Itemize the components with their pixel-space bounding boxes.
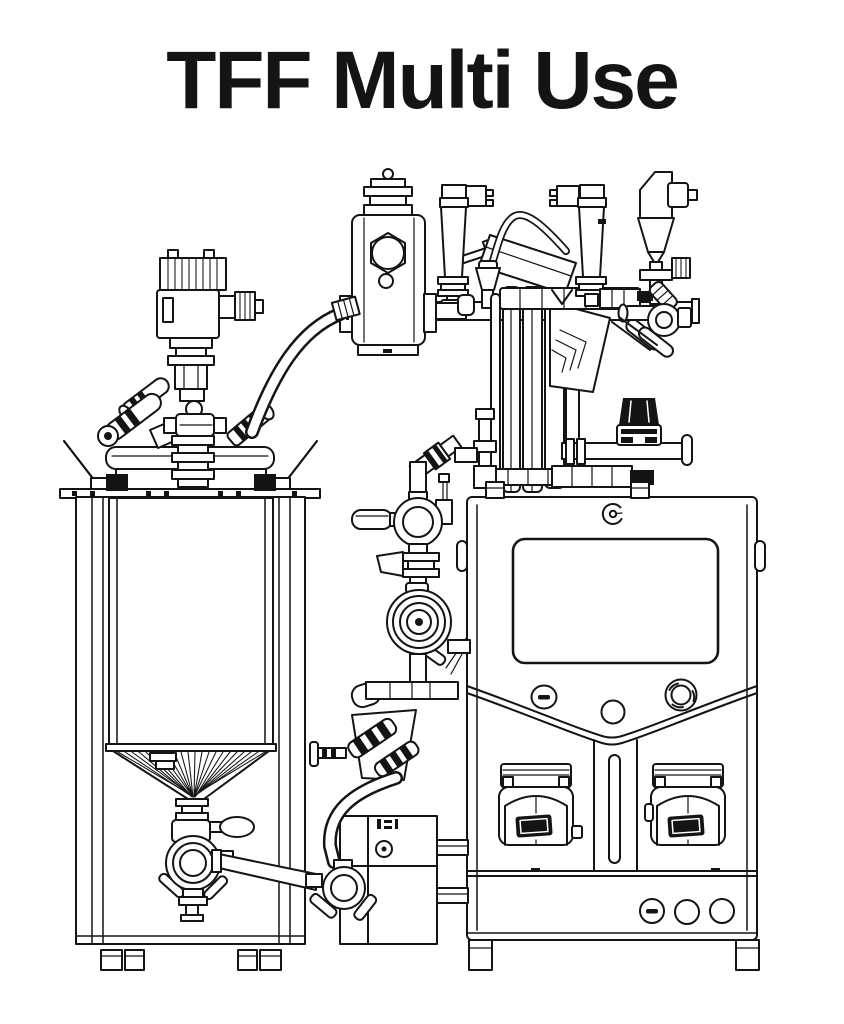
page-title: TFF Multi Use: [166, 35, 680, 126]
sanitary-clamp: [386, 582, 471, 666]
base-rail: [473, 408, 654, 499]
peristaltic-pump-right: [644, 763, 726, 846]
pump-tab: [644, 803, 654, 822]
status-button[interactable]: [600, 699, 626, 725]
ball-valve: [599, 280, 692, 358]
emergency-stop-button[interactable]: [664, 678, 698, 712]
peristaltic-pump-left: [498, 763, 583, 846]
filter-cassette-stack: [490, 286, 611, 493]
touchscreen[interactable]: [511, 537, 720, 665]
tank-level-transmitter: [156, 249, 264, 402]
flexible-hose: [305, 771, 403, 921]
lid-flange: [59, 474, 321, 499]
tank-drain-valve: [158, 798, 255, 922]
diaphragm-valve-line: [561, 398, 693, 466]
side-tab-right: [754, 540, 766, 572]
power-button[interactable]: [530, 684, 558, 710]
overhead-valve-block: [339, 168, 475, 356]
connector-ports[interactable]: [639, 898, 735, 925]
prefilter-funnel: [637, 171, 698, 305]
filter-assembly: [431, 171, 700, 499]
pump-display: [667, 814, 705, 838]
tank-vessel: [105, 497, 277, 800]
control-cabinet: [445, 496, 766, 971]
pressure-sensor-right: [549, 184, 607, 307]
logo-mark: [601, 503, 623, 525]
tank-feet: [100, 949, 282, 971]
center-piping: [211, 168, 478, 945]
valve-manifold: [309, 681, 459, 781]
pump-lever[interactable]: [571, 825, 583, 839]
side-tab-left: [456, 540, 468, 572]
panel-seams: [466, 685, 758, 872]
diaphragm-valve[interactable]: [616, 398, 662, 446]
recirculation-line: [351, 434, 478, 695]
lid-center-valve: [163, 400, 227, 488]
pinch-valve[interactable]: [351, 473, 453, 547]
pump-display: [515, 814, 553, 838]
drain-line: [211, 849, 317, 891]
feed-tank: [59, 249, 321, 971]
transfer-hose: [245, 295, 361, 439]
cabinet-feet: [468, 939, 760, 971]
